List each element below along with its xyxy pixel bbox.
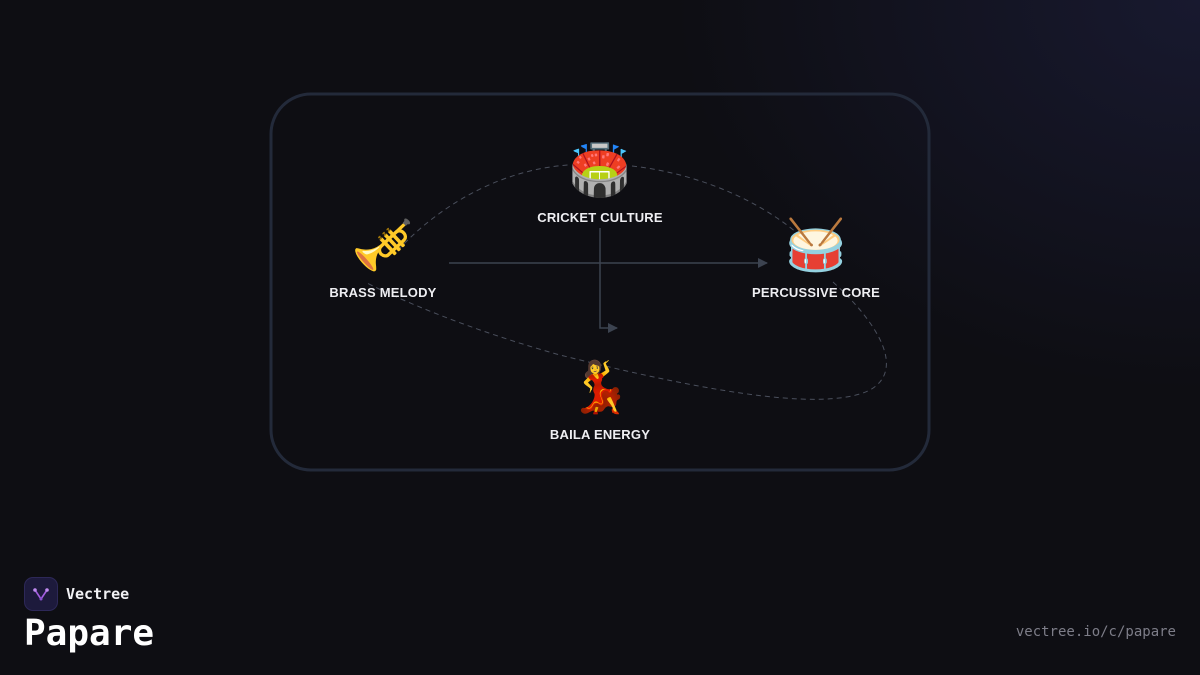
stadium-icon: 🏟️ <box>568 141 632 199</box>
dancer-icon: 💃 <box>568 358 632 416</box>
diagram-frame <box>269 92 931 472</box>
node-cricket-culture[interactable]: 🏟️ CRICKET CULTURE <box>500 140 700 225</box>
node-label: CRICKET CULTURE <box>537 210 663 225</box>
node-label: PERCUSSIVE CORE <box>752 285 880 300</box>
page-url[interactable]: vectree.io/c/papare <box>1015 624 1176 640</box>
node-baila-energy[interactable]: 💃 BAILA ENERGY <box>500 357 700 442</box>
trumpet-icon: 🎺 <box>351 216 415 274</box>
dashed-link-cricket-percussion <box>631 165 821 256</box>
node-label: BRASS MELODY <box>329 285 437 300</box>
dashed-link-brass-cricket <box>397 164 569 251</box>
node-percussive-core[interactable]: 🥁 PERCUSSIVE CORE <box>716 215 916 300</box>
node-brass-melody[interactable]: 🎺 BRASS MELODY <box>283 215 483 300</box>
drum-icon: 🥁 <box>784 216 848 274</box>
arrow-cricket-to-baila <box>599 228 618 333</box>
page-title: Papare <box>24 613 155 654</box>
brand[interactable]: Vectree <box>24 577 129 611</box>
node-label: BAILA ENERGY <box>549 427 651 442</box>
brand-name: Vectree <box>66 585 130 603</box>
dashed-link-percussion-brass <box>364 281 887 400</box>
vectree-logo-icon <box>24 577 58 611</box>
